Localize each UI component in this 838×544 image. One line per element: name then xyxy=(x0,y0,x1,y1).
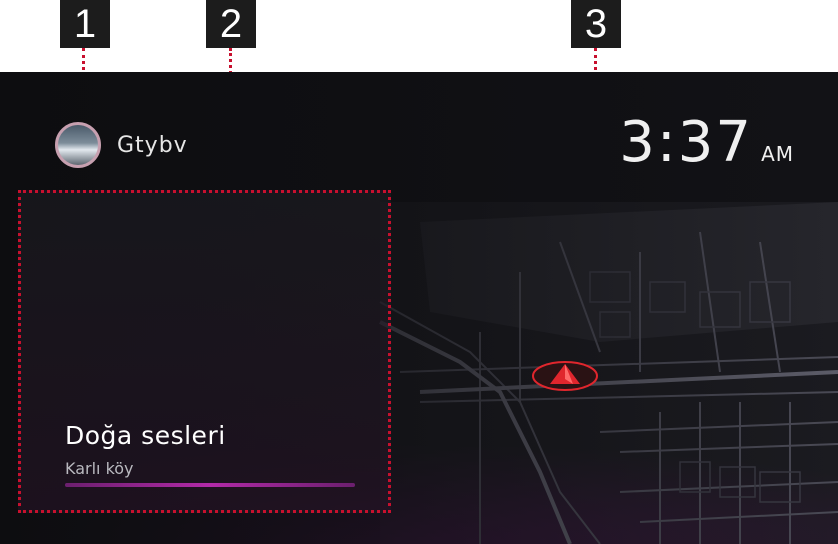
callout-marker-1: 1 xyxy=(60,0,110,48)
callout-marker-2: 2 xyxy=(206,0,256,48)
vehicle-position-arrow-icon xyxy=(532,361,598,391)
callout-marker-3: 3 xyxy=(571,0,621,48)
media-widget[interactable]: Doğa sesleri Karlı köy xyxy=(18,190,391,513)
profile-avatar[interactable] xyxy=(55,122,101,168)
clock-time: 3:37 xyxy=(619,110,754,175)
clock-widget[interactable]: 3:37 AM xyxy=(619,110,794,175)
media-subtitle: Karlı köy xyxy=(65,459,134,478)
home-screen: Gtybv 3:37 AM Doğa sesleri Karlı köy xyxy=(0,72,838,544)
media-progress-fill xyxy=(65,483,355,487)
media-title: Doğa sesleri xyxy=(65,421,226,450)
clock-ampm: AM xyxy=(761,142,794,166)
user-profile[interactable]: Gtybv xyxy=(55,122,188,168)
media-progress-bar xyxy=(65,483,355,487)
profile-name: Gtybv xyxy=(117,132,188,158)
